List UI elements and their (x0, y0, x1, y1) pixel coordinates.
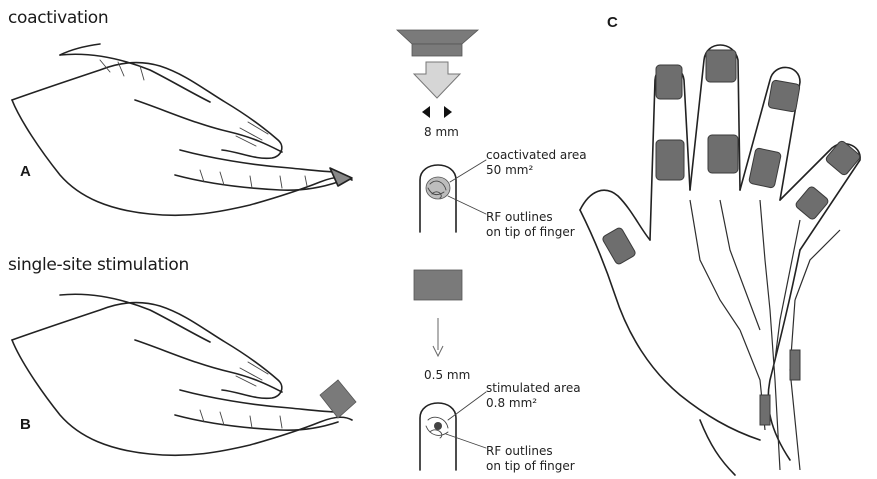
single-site-stimulator (414, 270, 462, 300)
coactivation-stimulator (397, 30, 478, 44)
width-arrow-left-icon (422, 106, 430, 118)
coactivation-schematic (397, 30, 486, 232)
stimulator-probe-b (320, 380, 356, 418)
coactivation-down-arrow (414, 62, 460, 98)
hand-sketch-b (12, 294, 356, 455)
instrumented-hand-c (580, 45, 861, 475)
hand-sketch-a (12, 44, 352, 215)
fingertip-outline-b (420, 403, 456, 470)
single-site-schematic (414, 270, 486, 470)
width-arrow-right-icon (444, 106, 452, 118)
